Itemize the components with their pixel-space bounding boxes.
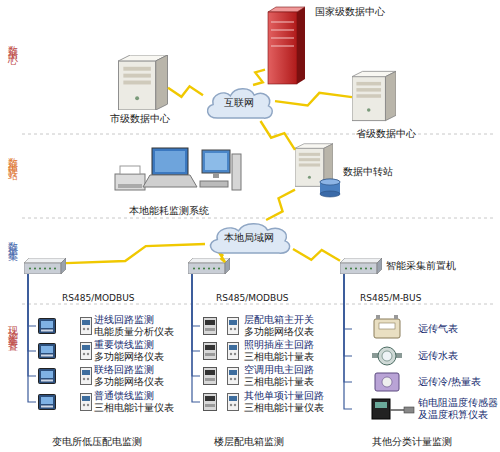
network-cloud: 本地局域网 xyxy=(205,220,293,256)
wireless-link xyxy=(66,244,205,263)
meter-node: 进线回路监测电能质量分析仪表 xyxy=(36,314,184,338)
meter-node: 普通馈线监测三相电能计量仪表 xyxy=(36,390,184,414)
node-label: 三相电能计量仪表 xyxy=(94,402,174,414)
node-label: 远传水表 xyxy=(418,350,458,362)
group-caption: 其他分类计量监测 xyxy=(372,436,452,448)
server-node: 市级数据中心 xyxy=(118,55,168,110)
node-label: 省级数据中心 xyxy=(356,128,416,140)
node-label: RS485/MODBUS xyxy=(62,292,134,304)
wireless-link xyxy=(293,249,340,261)
layer-name: 数据中转站 xyxy=(6,150,18,165)
bus-line xyxy=(344,274,352,382)
group-caption: 变电所低压配电监测 xyxy=(52,436,142,448)
node-label: 本地能耗监测系统 xyxy=(129,205,209,217)
node-label: 普通馈线监测 xyxy=(94,390,154,402)
monitor-system: 本地能耗监测系统 xyxy=(115,145,240,200)
node-label: RS485/MODBUS xyxy=(216,292,288,304)
network-cloud: 互联网 xyxy=(203,85,275,121)
wireless-link xyxy=(266,190,295,220)
bus-line xyxy=(344,274,352,356)
node-label: 进线回路监测 xyxy=(94,314,154,326)
node-label: 智能采集前置机 xyxy=(386,260,456,272)
layer-name: 现场采集装置 xyxy=(6,318,18,336)
collector-switch: RS485/MODBUS xyxy=(24,258,66,274)
layer-name: 数据采集 xyxy=(6,234,18,246)
node-label: 电能质量分析仪表 xyxy=(94,326,174,338)
meter-node: 重要馈线监测多功能网络仪表 xyxy=(36,339,184,363)
meter-node: 远传气表 xyxy=(352,318,497,340)
meter-node: 其他单项计量回路三相电能计量仪表 xyxy=(200,390,332,414)
group-caption: 楼层配电箱监测 xyxy=(214,436,284,448)
node-label: 多功能网络仪表 xyxy=(94,351,164,363)
meter-node: 空调用电主回路三相电能计量表 xyxy=(200,364,332,388)
wireless-link xyxy=(260,121,295,150)
bus-line xyxy=(344,274,352,409)
bus-line xyxy=(192,274,200,402)
node-label: 三相电能计量表 xyxy=(244,376,314,388)
node-label: 远传气表 xyxy=(418,323,458,335)
server-node: 国家级数据中心 xyxy=(265,4,305,84)
meter-node: 层配电箱主开关多功能网络仪表 xyxy=(200,314,332,338)
layer-name: 数据中心 xyxy=(6,38,18,50)
node-label: 数据中转站 xyxy=(343,166,393,178)
bus-line xyxy=(344,274,352,329)
server-node: 省级数据中心 xyxy=(352,68,396,124)
node-label: 国家级数据中心 xyxy=(315,6,385,18)
node-label: 照明插座主回路 xyxy=(244,339,314,351)
meter-node: 照明插座主回路三相电能计量表 xyxy=(200,339,332,363)
node-label: 其他单项计量回路 xyxy=(244,390,324,402)
bus-line xyxy=(192,274,200,376)
node-label: 三相电能计量表 xyxy=(244,351,314,363)
collector-switch: 智能采集前置机RS485/M-BUS xyxy=(340,258,382,274)
bus-line xyxy=(192,274,200,351)
node-label: 联络回路监测 xyxy=(94,364,154,376)
node-label: 多功能网络仪表 xyxy=(244,326,314,338)
meter-node: 联络回路监测多功能网络仪表 xyxy=(36,364,184,388)
bus-line xyxy=(28,274,36,402)
bus-line xyxy=(28,274,36,351)
bus-line xyxy=(28,274,36,376)
node-label: 本地局域网 xyxy=(205,232,293,244)
bus-line xyxy=(192,274,200,326)
node-label: 远传冷/热量表 xyxy=(418,376,481,388)
node-label: 市级数据中心 xyxy=(110,113,170,125)
meter-node: 铂电阻温度传感器 及温度积算仪表 xyxy=(352,396,497,422)
bus-line xyxy=(28,274,36,326)
wireless-link xyxy=(253,70,265,85)
node-label: 层配电箱主开关 xyxy=(244,314,314,326)
node-label: RS485/M-BUS xyxy=(360,292,421,304)
node-label: 多功能网络仪表 xyxy=(94,376,164,388)
node-label: 三相电能计量仪表 xyxy=(244,402,324,414)
collector-switch: RS485/MODBUS xyxy=(188,258,230,274)
node-label: 铂电阻温度传感器 及温度积算仪表 xyxy=(418,397,498,421)
node-label: 互联网 xyxy=(203,97,275,109)
node-label: 空调用电主回路 xyxy=(244,364,314,376)
server-node: 数据中转站 xyxy=(295,140,337,195)
wireless-link xyxy=(168,86,203,97)
wireless-link xyxy=(275,93,352,106)
node-label: 重要馈线监测 xyxy=(94,339,154,351)
meter-node: 远传冷/热量表 xyxy=(352,371,497,393)
meter-node: 远传水表 xyxy=(352,345,497,367)
